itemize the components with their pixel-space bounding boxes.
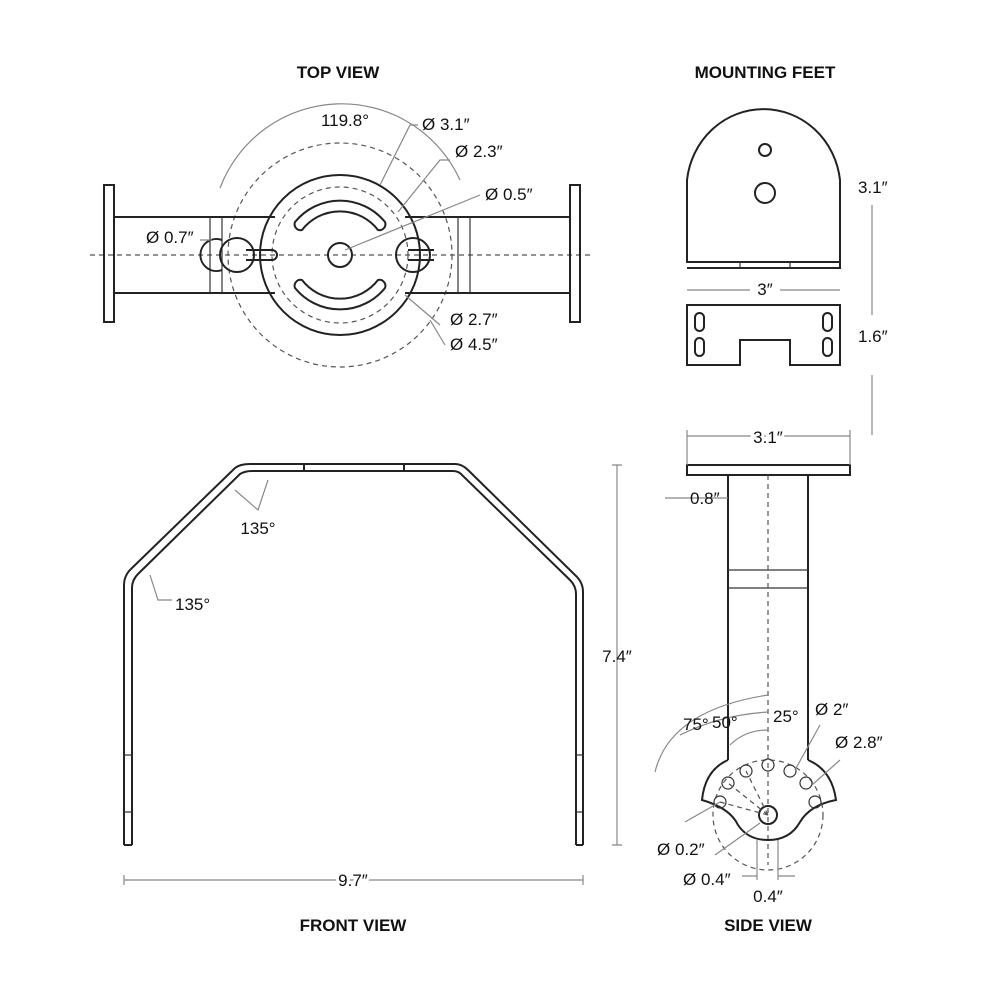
- mounting-feet-title: MOUNTING FEET: [695, 63, 836, 82]
- side-angle-50: 50°: [712, 713, 738, 732]
- top-view-title: TOP VIEW: [297, 63, 380, 82]
- side-offset: 0.8″: [690, 489, 720, 508]
- side-dia-0-4: Ø 0.4″: [683, 870, 731, 889]
- front-angle-side: 135°: [175, 595, 210, 614]
- feet-width: 3″: [757, 280, 772, 299]
- front-width: 9.7″: [338, 871, 368, 890]
- side-dia-2-8: Ø 2.8″: [835, 733, 883, 752]
- side-view-drawing: [654, 430, 851, 880]
- side-angle-75: 75°: [683, 715, 709, 734]
- side-view-title: SIDE VIEW: [724, 916, 813, 935]
- front-view-drawing: [123, 463, 622, 885]
- feet-depth: 1.6″: [858, 327, 888, 346]
- top-angle-label: 119.8°: [321, 111, 369, 130]
- front-angle-top: 135°: [240, 519, 275, 538]
- side-angle-25: 25°: [773, 707, 799, 726]
- top-dia-2-3: Ø 2.3″: [455, 142, 503, 161]
- top-view-drawing: [90, 103, 590, 368]
- front-view-title: FRONT VIEW: [300, 916, 408, 935]
- side-dia-2: Ø 2″: [815, 700, 848, 719]
- top-dia-4-5: Ø 4.5″: [450, 335, 498, 354]
- feet-height: 3.1″: [858, 178, 888, 197]
- top-dia-0-5: Ø 0.5″: [485, 185, 533, 204]
- top-dia-2-7: Ø 2.7″: [450, 310, 498, 329]
- top-dia-0-7: Ø 0.7″: [146, 228, 194, 247]
- front-height: 7.4″: [602, 647, 632, 666]
- side-plate-width: 3.1″: [753, 428, 783, 447]
- side-spacing: 0.4″: [753, 887, 783, 906]
- mounting-feet-drawing: [686, 108, 873, 435]
- top-dia-3-1: Ø 3.1″: [422, 115, 470, 134]
- side-dia-0-2: Ø 0.2″: [657, 840, 705, 859]
